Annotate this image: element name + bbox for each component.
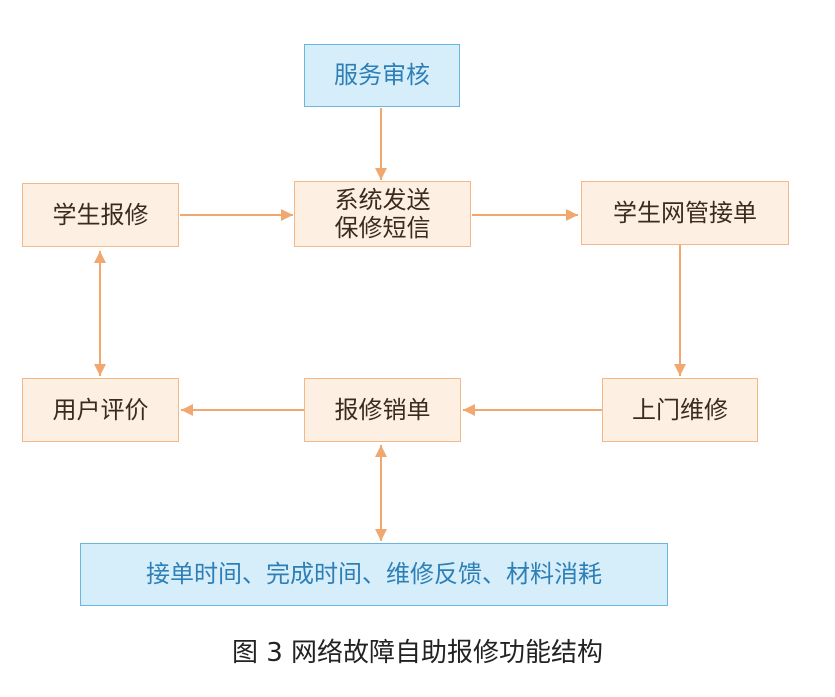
node-record-details: 接单时间、完成时间、维修反馈、材料消耗 [80, 543, 668, 606]
node-service-review: 服务审核 [304, 44, 460, 107]
node-system-sms-line1: 系统发送 [334, 185, 431, 214]
node-student-admin-accept: 学生网管接单 [581, 181, 789, 245]
node-onsite-repair-label: 上门维修 [632, 395, 728, 424]
node-student-report: 学生报修 [22, 183, 179, 247]
node-student-admin-accept-label: 学生网管接单 [613, 198, 757, 227]
figure-caption: 图 3 网络故障自助报修功能结构 [231, 638, 604, 668]
node-repair-close: 报修销单 [304, 378, 461, 442]
node-service-review-label: 服务审核 [334, 61, 430, 90]
node-system-sms-line2: 保修短信 [334, 214, 431, 242]
node-student-report-label: 学生报修 [52, 200, 149, 229]
node-user-evaluate-label: 用户评价 [52, 395, 149, 424]
node-record-details-label: 接单时间、完成时间、维修反馈、材料消耗 [146, 560, 602, 589]
node-user-evaluate: 用户评价 [22, 378, 179, 442]
node-system-sms: 系统发送 保修短信 [294, 181, 471, 247]
node-onsite-repair: 上门维修 [602, 378, 758, 442]
node-repair-close-label: 报修销单 [334, 395, 431, 424]
